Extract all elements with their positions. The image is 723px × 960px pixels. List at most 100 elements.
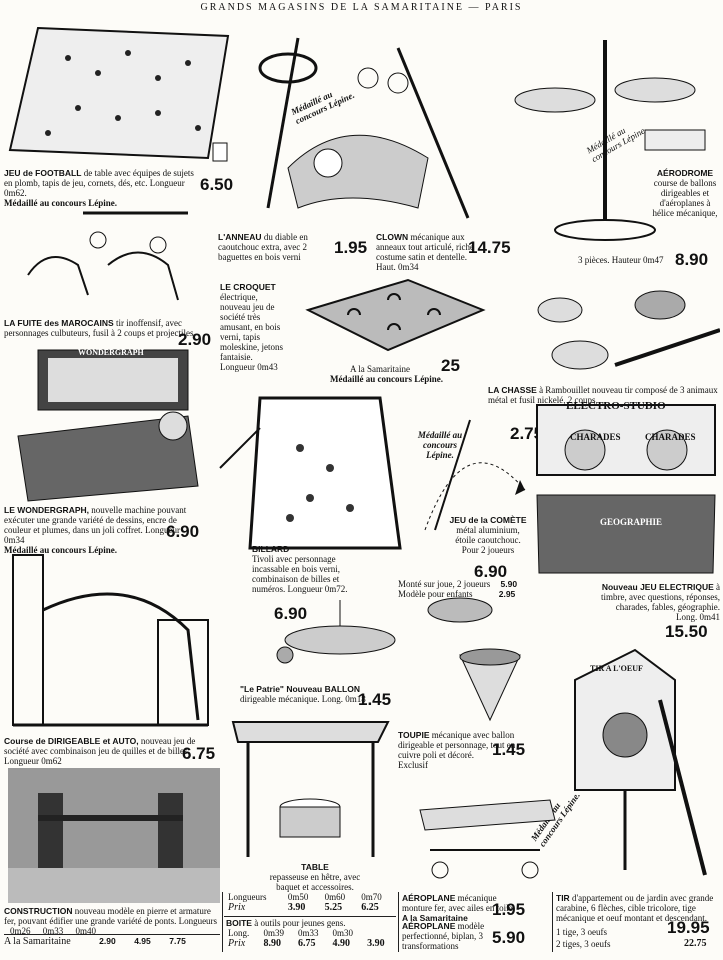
chasse-illustration xyxy=(520,270,721,380)
table-price-2: 5.25 xyxy=(324,902,343,913)
dirigeable-auto-illustration xyxy=(8,550,213,732)
clown-desc: mécanique aux anneaux tout articulé, ric… xyxy=(376,232,474,272)
boite-price-1: 8.90 xyxy=(263,938,281,949)
patrie-text: "Le Patrie" Nouveau BALLON dirigeable mé… xyxy=(240,684,390,704)
tir-text: TIR d'appartement ou de jardin avec gran… xyxy=(556,893,720,923)
construction-title: CONSTRUCTION xyxy=(4,906,73,916)
chasse-title: LA CHASSE xyxy=(488,385,537,395)
croquet-title: LE CROQUET xyxy=(220,282,276,292)
table-illustration xyxy=(228,712,393,862)
toupie-desc: mécanique avec ballon dirigeable et pers… xyxy=(398,730,516,760)
construction-price-3: 7.75 xyxy=(169,936,186,946)
table-col-3: 0m70 xyxy=(361,892,382,902)
electro-charades-2: CHARADES xyxy=(645,432,696,442)
patrie-title: "Le Patrie" Nouveau BALLON xyxy=(240,684,360,694)
construction-len-3: 0m40 xyxy=(75,926,97,936)
football-medal: Médaillé au concours Lépine. xyxy=(4,198,117,208)
boite-price-0: Prix xyxy=(228,938,246,949)
anneau-title: L'ANNEAU xyxy=(218,232,262,242)
comete-row2-price: 2.95 xyxy=(498,589,516,599)
boite-text: BOITE à outils pour jeunes gens. xyxy=(226,918,396,928)
billard-desc: Tivoli avec personnage incassable en boi… xyxy=(252,554,348,594)
aerodrome-price: 8.90 xyxy=(675,250,709,269)
aerodrome-sub: 3 pièces. Hauteur 0m47 xyxy=(578,255,664,265)
football-illustration xyxy=(8,18,230,166)
chasse-text: LA CHASSE à Rambouillet nouveau tir comp… xyxy=(488,385,720,405)
comete-row2-label: Modèle pour enfants xyxy=(398,589,473,599)
croquet-medal: Médaillé au concours Lépine. xyxy=(330,374,443,384)
boite-price-3: 4.90 xyxy=(332,938,351,949)
wondergraph-title: LE WONDERGRAPH, xyxy=(4,505,89,515)
aeroplane2-desc: modèle perfectionné, biplan, 3 transform… xyxy=(402,921,485,951)
table-desc: repasseuse en hêtre, avec baquet et acce… xyxy=(269,872,361,892)
anneau-text: L'ANNEAU du diable en caoutchouc extra, … xyxy=(218,232,332,262)
comete-row1-price: 5.90 xyxy=(500,579,518,589)
tir-row1-label: 1 tige, 3 oeufs xyxy=(556,927,607,937)
tir-desc: d'appartement ou de jardin avec grande c… xyxy=(556,893,714,923)
tir-row2-price: 22.75 xyxy=(684,938,707,949)
table-title: TABLE xyxy=(301,862,329,872)
tir-illustration xyxy=(565,640,717,880)
comete-illustration xyxy=(415,400,530,540)
chasse-desc: à Rambouillet nouveau tir composé de 3 a… xyxy=(488,385,718,405)
billard-medal: Médaillé au concours Lépine. xyxy=(417,430,463,460)
wondergraph-desc: nouvelle machine pouvant exécuter une gr… xyxy=(4,505,187,545)
football-price: 6.50 xyxy=(200,175,234,194)
boite-rule xyxy=(224,916,396,917)
croquet-price: 25 xyxy=(441,356,460,375)
chasse-price: 2.75 xyxy=(510,424,544,443)
wondergraph-box-label: WONDERGRAPH xyxy=(78,348,144,357)
construction-price-2: 4.95 xyxy=(134,936,151,946)
clown-illustration xyxy=(228,18,488,228)
clown-title: CLOWN xyxy=(376,232,409,242)
marocains-desc: tir inoffensif, avec personnages culbute… xyxy=(4,318,194,338)
boite-title: BOITE xyxy=(226,918,252,928)
boite-col-0: Long. xyxy=(228,928,250,938)
dirigeable-auto-desc: nouveau jeu de société avec combinaison … xyxy=(4,736,196,766)
construction-text: CONSTRUCTION nouveau modèle en pierre et… xyxy=(4,906,220,936)
clown-text: CLOWN mécanique aux anneaux tout articul… xyxy=(376,232,478,272)
boite-col-1: 0m39 xyxy=(263,928,284,938)
aeroplane-text: AÉROPLANE mécanique monture fer, avec ai… xyxy=(402,893,522,923)
boite-col-3: 0m30 xyxy=(332,928,354,938)
patrie-price: 1.45 xyxy=(358,690,392,709)
comete-row1-label: Monté sur joue, 2 joueurs xyxy=(398,579,491,589)
aeroplane-price: 1.95 xyxy=(492,900,526,919)
football-desc: de table avec équipes de sujets en plomb… xyxy=(4,168,194,198)
boite-price-4: 3.90 xyxy=(367,938,385,949)
football-text: JEU de FOOTBALL de table avec équipes de… xyxy=(4,168,199,208)
table-price-0: Prix xyxy=(228,902,246,913)
aeroplane2-price: 5.90 xyxy=(492,928,526,947)
aeroplane-title: AÉROPLANE xyxy=(402,893,456,903)
croquet-length: Longueur 0m43 xyxy=(220,362,278,372)
toupie-text: TOUPIE mécanique avec ballon dirigeable … xyxy=(398,730,526,770)
tir-row1-price: 19.95 xyxy=(667,918,710,937)
divider-1 xyxy=(222,892,223,952)
divider-2 xyxy=(398,892,399,952)
wondergraph-price: 6.90 xyxy=(166,522,200,541)
construction-sam: A la Samaritaine xyxy=(4,936,71,947)
comete-row1: Monté sur joue, 2 joueurs 5.90 xyxy=(398,579,517,589)
construction-len-2: 0m33 xyxy=(42,926,64,936)
dirigeable-auto-text: Course de DIRIGEABLE et AUTO, nouveau je… xyxy=(4,736,218,766)
wondergraph-illustration xyxy=(8,346,203,504)
tir-sign: TIR A L'OEUF xyxy=(590,664,643,673)
dirigeable-auto-price: 6.75 xyxy=(182,744,216,763)
dirigeable-auto-title: Course de DIRIGEABLE et AUTO, xyxy=(4,736,139,746)
patrie-illustration xyxy=(270,600,400,680)
wondergraph-medal: Médaillé au concours Lépine. xyxy=(4,545,117,555)
wondergraph-text: LE WONDERGRAPH, nouvelle machine pouvant… xyxy=(4,505,200,555)
construction-prices: A la Samaritaine 2.90 4.95 7.75 xyxy=(4,936,220,947)
croquet-illustration xyxy=(288,270,488,362)
billard-illustration xyxy=(210,378,410,558)
aeroplane-illustration xyxy=(410,790,560,885)
marocains-price: 2.90 xyxy=(178,330,212,349)
croquet-sam: A la Samaritaine xyxy=(350,364,410,374)
electro-box-label: ELECTRO-STUDIO xyxy=(566,400,666,412)
patrie-desc: dirigeable mécanique. Long. 0m18 xyxy=(240,694,366,704)
croquet-desc: électrique, nouveau jeu de société très … xyxy=(220,292,283,362)
table-col-0: Longueurs xyxy=(228,892,267,902)
table-price-3: 6.25 xyxy=(361,902,379,913)
football-title: JEU de FOOTBALL xyxy=(4,168,82,178)
